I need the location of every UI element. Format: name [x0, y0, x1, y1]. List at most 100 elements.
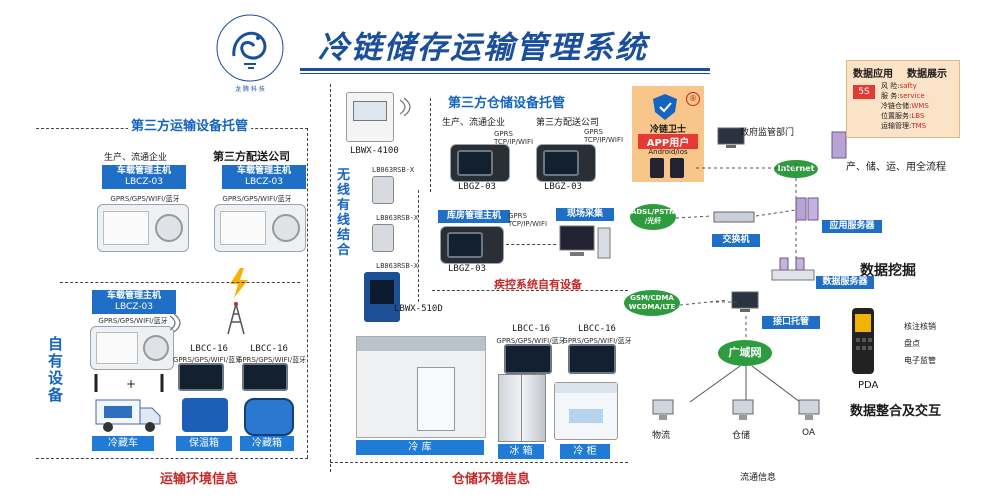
data-mining-label: 数据挖掘 [860, 263, 916, 279]
lbgz-model-b: LBGZ-03 [544, 182, 582, 192]
storage-group1-label: 生产、流通企业 [442, 118, 506, 128]
transport-footer: 运输环境信息 [160, 472, 239, 487]
data-apps-row-value: WMS [911, 102, 929, 110]
lightning-icon [230, 268, 248, 298]
gsm-node: GSM/CDMA WCDMA/LTE [624, 290, 680, 316]
sensor-bus-line [418, 190, 419, 302]
app-server-label: 应用服务器 [822, 220, 882, 233]
registered-icon: ® [686, 92, 700, 106]
sensor2-device [242, 363, 288, 391]
vehicle-host-name-2: 车载管理主机 [236, 166, 291, 176]
data-apps-row-key: 风 险: [881, 82, 900, 90]
switch-icon [713, 211, 755, 223]
lbcc-model-a: LBCC-16 [512, 324, 550, 334]
sensor2-model: LBCC-16 [250, 344, 288, 354]
middle-left-border [330, 84, 331, 472]
lbwx4100-model: LBWX-4100 [350, 146, 399, 156]
sensor1-comm: GPRS/GPS/WIFI/蓝牙 [172, 356, 243, 364]
caption-cold-room: 冷 库 [356, 440, 484, 455]
caption-insulated-box: 保温箱 [176, 436, 232, 451]
db-server-icon [771, 257, 815, 281]
sensor2-comm: GPRS/GPS/WIFI/蓝牙 [236, 356, 307, 364]
middle-bottom-border [330, 462, 628, 463]
lbwx510d-device [364, 272, 400, 322]
warehouse-host-label: 库房管理主机 [438, 210, 510, 223]
own-vehicle-host-model: LBCZ-03 [114, 302, 154, 312]
wifi-signal-icon [399, 97, 411, 117]
app-os: Android/ios [648, 148, 688, 156]
logistics-pc-icon [652, 399, 674, 420]
server-icon [831, 131, 847, 159]
data-apps-row-value: TMS [911, 122, 927, 130]
wan-node: 广域网 [718, 340, 772, 366]
data-apps-row-value: LBS [911, 112, 925, 120]
caption-freezer: 冷 柜 [560, 444, 610, 459]
storage-section-title: 第三方仓储设备托管 [448, 96, 566, 111]
data-apps-row: 冷链仓储:WMS [881, 101, 957, 111]
integration-label: 数据整合及交互 [850, 404, 942, 419]
lbgz-model-c: LBGZ-03 [448, 264, 486, 274]
data-apps-heading: 数据应用 [853, 69, 893, 80]
vehicle-host-label-2: 车载管理主机 LBCZ-03 [222, 165, 306, 189]
caption-cold-box: 冷藏箱 [240, 436, 294, 451]
onsite-pc-icon [559, 225, 611, 259]
full-chain-label: 产、储、运、用全流程 [846, 162, 946, 173]
vehicle-host-comm-2: GPRS/GPS/WIFI/蓝牙 [222, 195, 292, 203]
data-apps-row: 运输管理:TMS [881, 121, 957, 131]
data-display-heading: 数据展示 [907, 69, 947, 80]
app-user-panel: ® 冷链卫士 APP用户 Android/ios [632, 86, 704, 182]
data-apps-row: 风 险:safty [881, 81, 957, 91]
lbwx4100-device [346, 92, 394, 142]
lbgz-device-b [536, 144, 596, 182]
data-apps-row-value: service [899, 92, 925, 100]
vehicle-host-model-2: LBCZ-03 [244, 177, 284, 187]
phone-icon [650, 158, 664, 178]
data-apps-row-key: 位置服务: [881, 112, 912, 120]
sensor1-device [178, 363, 224, 391]
vehicle-host-label-1: 车载管理主机 LBCZ-03 [102, 165, 186, 189]
phone-icon [670, 158, 684, 178]
transport-group2-label: 第三方配送公司 [213, 150, 290, 163]
flow-info-label: 流通信息 [740, 473, 777, 483]
switch-label: 交换机 [712, 234, 760, 247]
storage-comm-1: GPRS TCP/IP/WIFI [494, 130, 534, 146]
vehicle-host-device-2 [214, 204, 306, 252]
left-bottom-border [36, 458, 308, 459]
freezer-image [554, 382, 618, 440]
adsl-node: ADSL/PSTN /光纤 [630, 204, 676, 230]
interface-label: 接口托管 [762, 316, 820, 329]
vehicle-host-name-1: 车载管理主机 [116, 166, 171, 176]
sensor1-model: LBCC-16 [190, 344, 228, 354]
sensor-a-device [372, 176, 394, 204]
vehicle-host-comm-1: GPRS/GPS/WIFI/蓝牙 [110, 195, 180, 203]
company-logo [216, 14, 284, 82]
gov-label: 政府监管部门 [740, 128, 795, 138]
vehicle-host-device-1 [97, 204, 189, 252]
lbcc-device-b [568, 344, 616, 374]
app-user-badge: APP用户 [638, 134, 698, 149]
pda-item: 电子监管 [904, 356, 936, 365]
pda-icon [852, 308, 874, 374]
own-top-border [60, 282, 300, 283]
own-equipment-label: 自有设备 [48, 335, 64, 404]
internet-node: Internet [774, 160, 818, 178]
data-apps-row: 位置服务:LBS [881, 111, 957, 121]
title-underline-thin [300, 73, 710, 74]
onsite-collect-label: 现场采集 [556, 208, 614, 221]
data-apps-row-value: safty [899, 82, 917, 90]
lbwx510d-model: LBWX-510D [394, 304, 443, 314]
sensor-a-model: LB863RSB-X [372, 166, 415, 174]
network-links [675, 160, 801, 403]
sensor-c-model: LB863RSB-X [376, 262, 419, 270]
cold-box-icon [244, 398, 294, 436]
caption-fridge: 冰 箱 [498, 444, 544, 459]
fridge-image [498, 374, 546, 442]
oa-pc-icon [798, 399, 820, 420]
pda-items-list: 核注核销盘点电子监管 [904, 318, 936, 369]
svg-text:+: + [126, 377, 136, 391]
pda-item: 核注核销 [904, 322, 936, 331]
node-logistics: 物流 [652, 431, 671, 441]
storage-footer: 仓储环境信息 [452, 472, 531, 487]
app-brand: 冷链卫士 [649, 125, 686, 135]
